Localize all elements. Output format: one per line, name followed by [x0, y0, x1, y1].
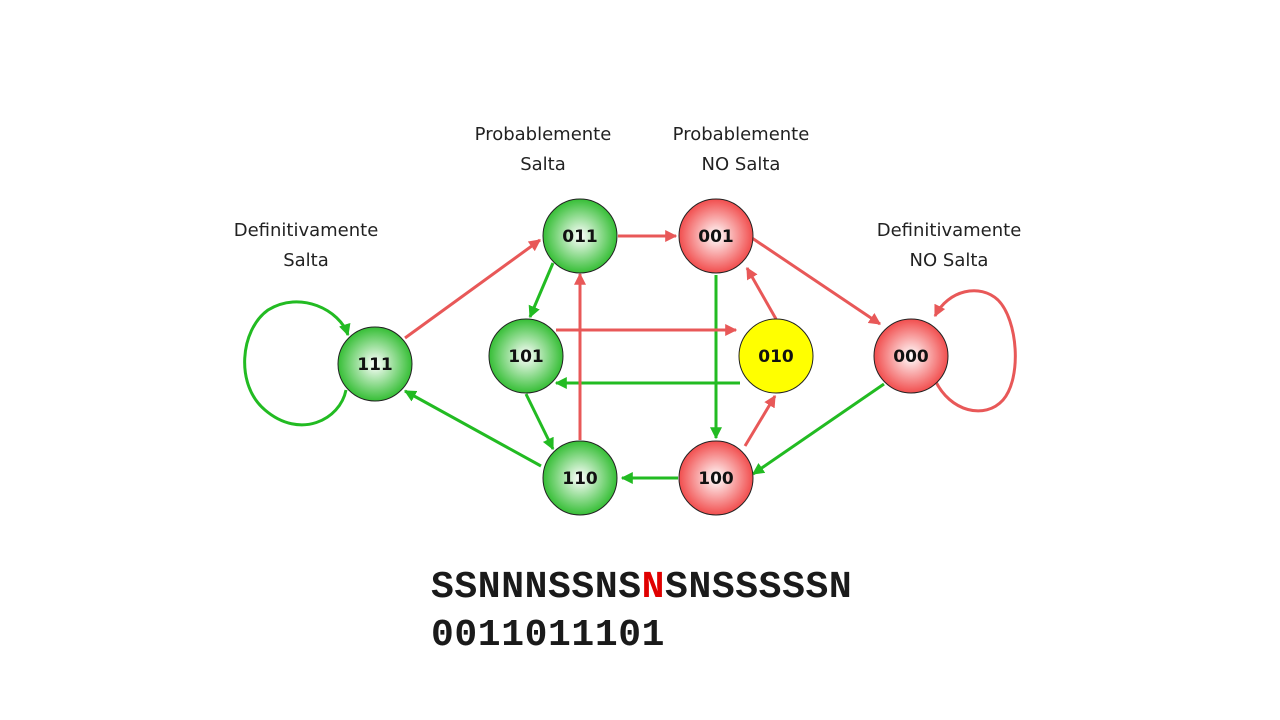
arrow-001-to-000	[751, 236, 881, 326]
bit-history: 0011011101	[431, 614, 666, 657]
label-definitivamente-salta: Definitivamente Salta	[196, 216, 416, 276]
arrow-100-to-010	[743, 394, 777, 447]
sequence-highlight: N	[641, 566, 666, 609]
node-label: 101	[508, 347, 544, 367]
node-label: 011	[562, 227, 598, 247]
label-line: Definitivamente	[876, 220, 1022, 241]
label-probablemente-no-salta: Probablemente NO Salta	[631, 120, 851, 180]
label-definitivamente-no-salta: Definitivamente NO Salta	[839, 216, 1059, 276]
outcome-sequence: SSNNNSSNSNSNSSSSSN	[431, 566, 852, 610]
label-line: Probablemente	[474, 124, 612, 145]
node-001: 001	[678, 198, 754, 274]
arrow-000-to-100	[752, 382, 885, 476]
node-label: 001	[698, 227, 734, 247]
arrow-000-to-000	[933, 289, 1017, 413]
arrow-010-to-001	[745, 266, 778, 320]
transitions	[243, 230, 1017, 484]
arrow-011-to-101	[528, 262, 555, 319]
node-000: 000	[873, 318, 949, 394]
node-label: 010	[758, 347, 794, 367]
label-line: NO Salta	[701, 154, 781, 175]
arrow-111-to-111	[243, 300, 351, 427]
label-line: Probablemente	[672, 124, 810, 145]
arrow-101-to-110	[524, 393, 555, 451]
node-011: 011	[542, 198, 618, 274]
node-111: 111	[337, 326, 413, 402]
node-010: 010	[738, 318, 814, 394]
node-label: 100	[698, 469, 734, 489]
label-line: Salta	[283, 250, 329, 271]
arrow-110-to-111	[403, 389, 542, 468]
label-probablemente-salta: Probablemente Salta	[433, 120, 653, 180]
sequence-after: SNSSSSSN	[665, 566, 853, 609]
label-line: Salta	[520, 154, 566, 175]
label-line: Definitivamente	[233, 220, 379, 241]
node-label: 111	[357, 355, 393, 375]
node-label: 000	[893, 347, 929, 367]
node-label: 110	[562, 469, 598, 489]
sequence-before: SSNNNSSNS	[431, 566, 642, 609]
node-110: 110	[542, 440, 618, 516]
node-101: 101	[488, 318, 564, 394]
arrow-111-to-011	[404, 238, 541, 340]
node-100: 100	[678, 440, 754, 516]
label-line: NO Salta	[909, 250, 989, 271]
